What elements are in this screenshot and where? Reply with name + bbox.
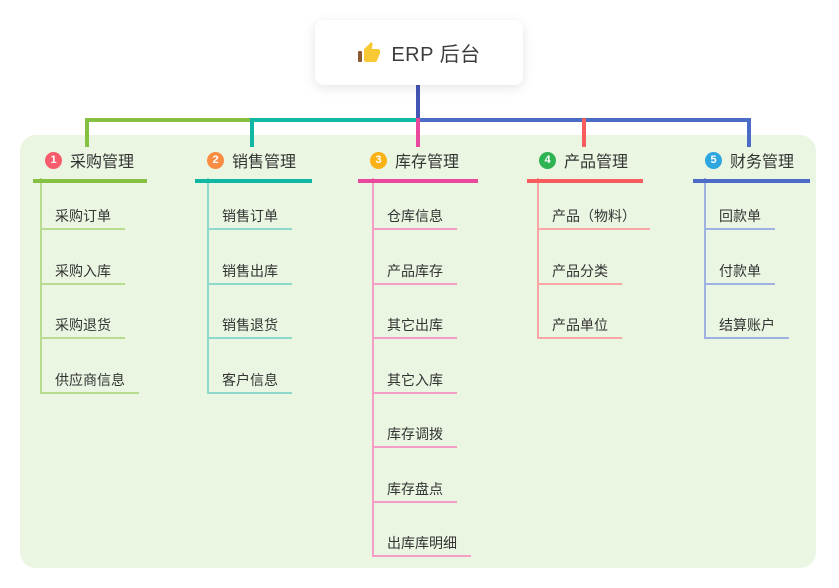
connector-drop-branch-5	[747, 118, 751, 147]
branch-node-2[interactable]: 2 销售管理	[195, 146, 312, 183]
child-node[interactable]: 销售出库	[207, 261, 292, 285]
branch-node-1[interactable]: 1 采购管理	[33, 146, 147, 183]
branch-label: 库存管理	[395, 154, 460, 171]
connector-drop-branch-3	[416, 118, 420, 147]
branch-label: 销售管理	[232, 154, 297, 171]
branch-label: 产品管理	[564, 154, 629, 171]
branch-number-badge: 5	[705, 151, 722, 169]
child-node[interactable]: 出库库明细	[372, 533, 471, 557]
connector-root-vertical	[416, 85, 420, 118]
connector-child-rail-branch-2	[207, 178, 209, 394]
child-node[interactable]: 其它出库	[372, 315, 457, 339]
child-node[interactable]: 结算账户	[704, 315, 789, 339]
child-node[interactable]: 销售订单	[207, 206, 292, 230]
child-node[interactable]: 仓库信息	[372, 206, 457, 230]
connector-trunk-middle	[250, 118, 420, 122]
branch-node-4[interactable]: 4 产品管理	[527, 146, 643, 183]
connector-trunk-left	[85, 118, 254, 122]
child-node[interactable]: 采购订单	[40, 206, 125, 230]
branch-number-badge: 2	[207, 151, 224, 169]
connector-child-rail-branch-1	[40, 178, 42, 394]
connector-child-rail-branch-5	[704, 178, 706, 339]
child-node[interactable]: 回款单	[704, 206, 775, 230]
child-node[interactable]: 客户信息	[207, 370, 292, 394]
branch-node-3[interactable]: 3 库存管理	[358, 146, 478, 183]
connector-child-rail-branch-4	[537, 178, 539, 339]
child-node[interactable]: 销售退货	[207, 315, 292, 339]
child-node[interactable]: 产品分类	[537, 261, 622, 285]
branch-number-badge: 4	[539, 151, 556, 169]
branch-node-5[interactable]: 5 财务管理	[693, 146, 810, 183]
root-node[interactable]: ERP 后台	[315, 20, 523, 85]
connector-drop-branch-1	[85, 118, 89, 147]
child-node[interactable]: 其它入库	[372, 370, 457, 394]
branch-label: 采购管理	[70, 154, 135, 171]
thumbs-up-icon	[357, 41, 381, 65]
connector-drop-branch-2	[250, 118, 254, 147]
branch-number-badge: 1	[45, 151, 62, 169]
branches-panel	[20, 135, 816, 568]
child-node[interactable]: 付款单	[704, 261, 775, 285]
child-node[interactable]: 库存调拨	[372, 424, 457, 448]
connector-drop-branch-4	[582, 118, 586, 147]
branch-label: 财务管理	[730, 154, 795, 171]
child-node[interactable]: 产品库存	[372, 261, 457, 285]
child-node[interactable]: 供应商信息	[40, 370, 139, 394]
connector-child-rail-branch-3	[372, 178, 374, 557]
child-node[interactable]: 采购退货	[40, 315, 125, 339]
root-label: ERP 后台	[391, 44, 481, 66]
child-node[interactable]: 产品单位	[537, 315, 622, 339]
child-node[interactable]: 库存盘点	[372, 479, 457, 503]
child-node[interactable]: 产品（物料）	[537, 206, 650, 230]
child-node[interactable]: 采购入库	[40, 261, 125, 285]
branch-number-badge: 3	[370, 151, 387, 169]
